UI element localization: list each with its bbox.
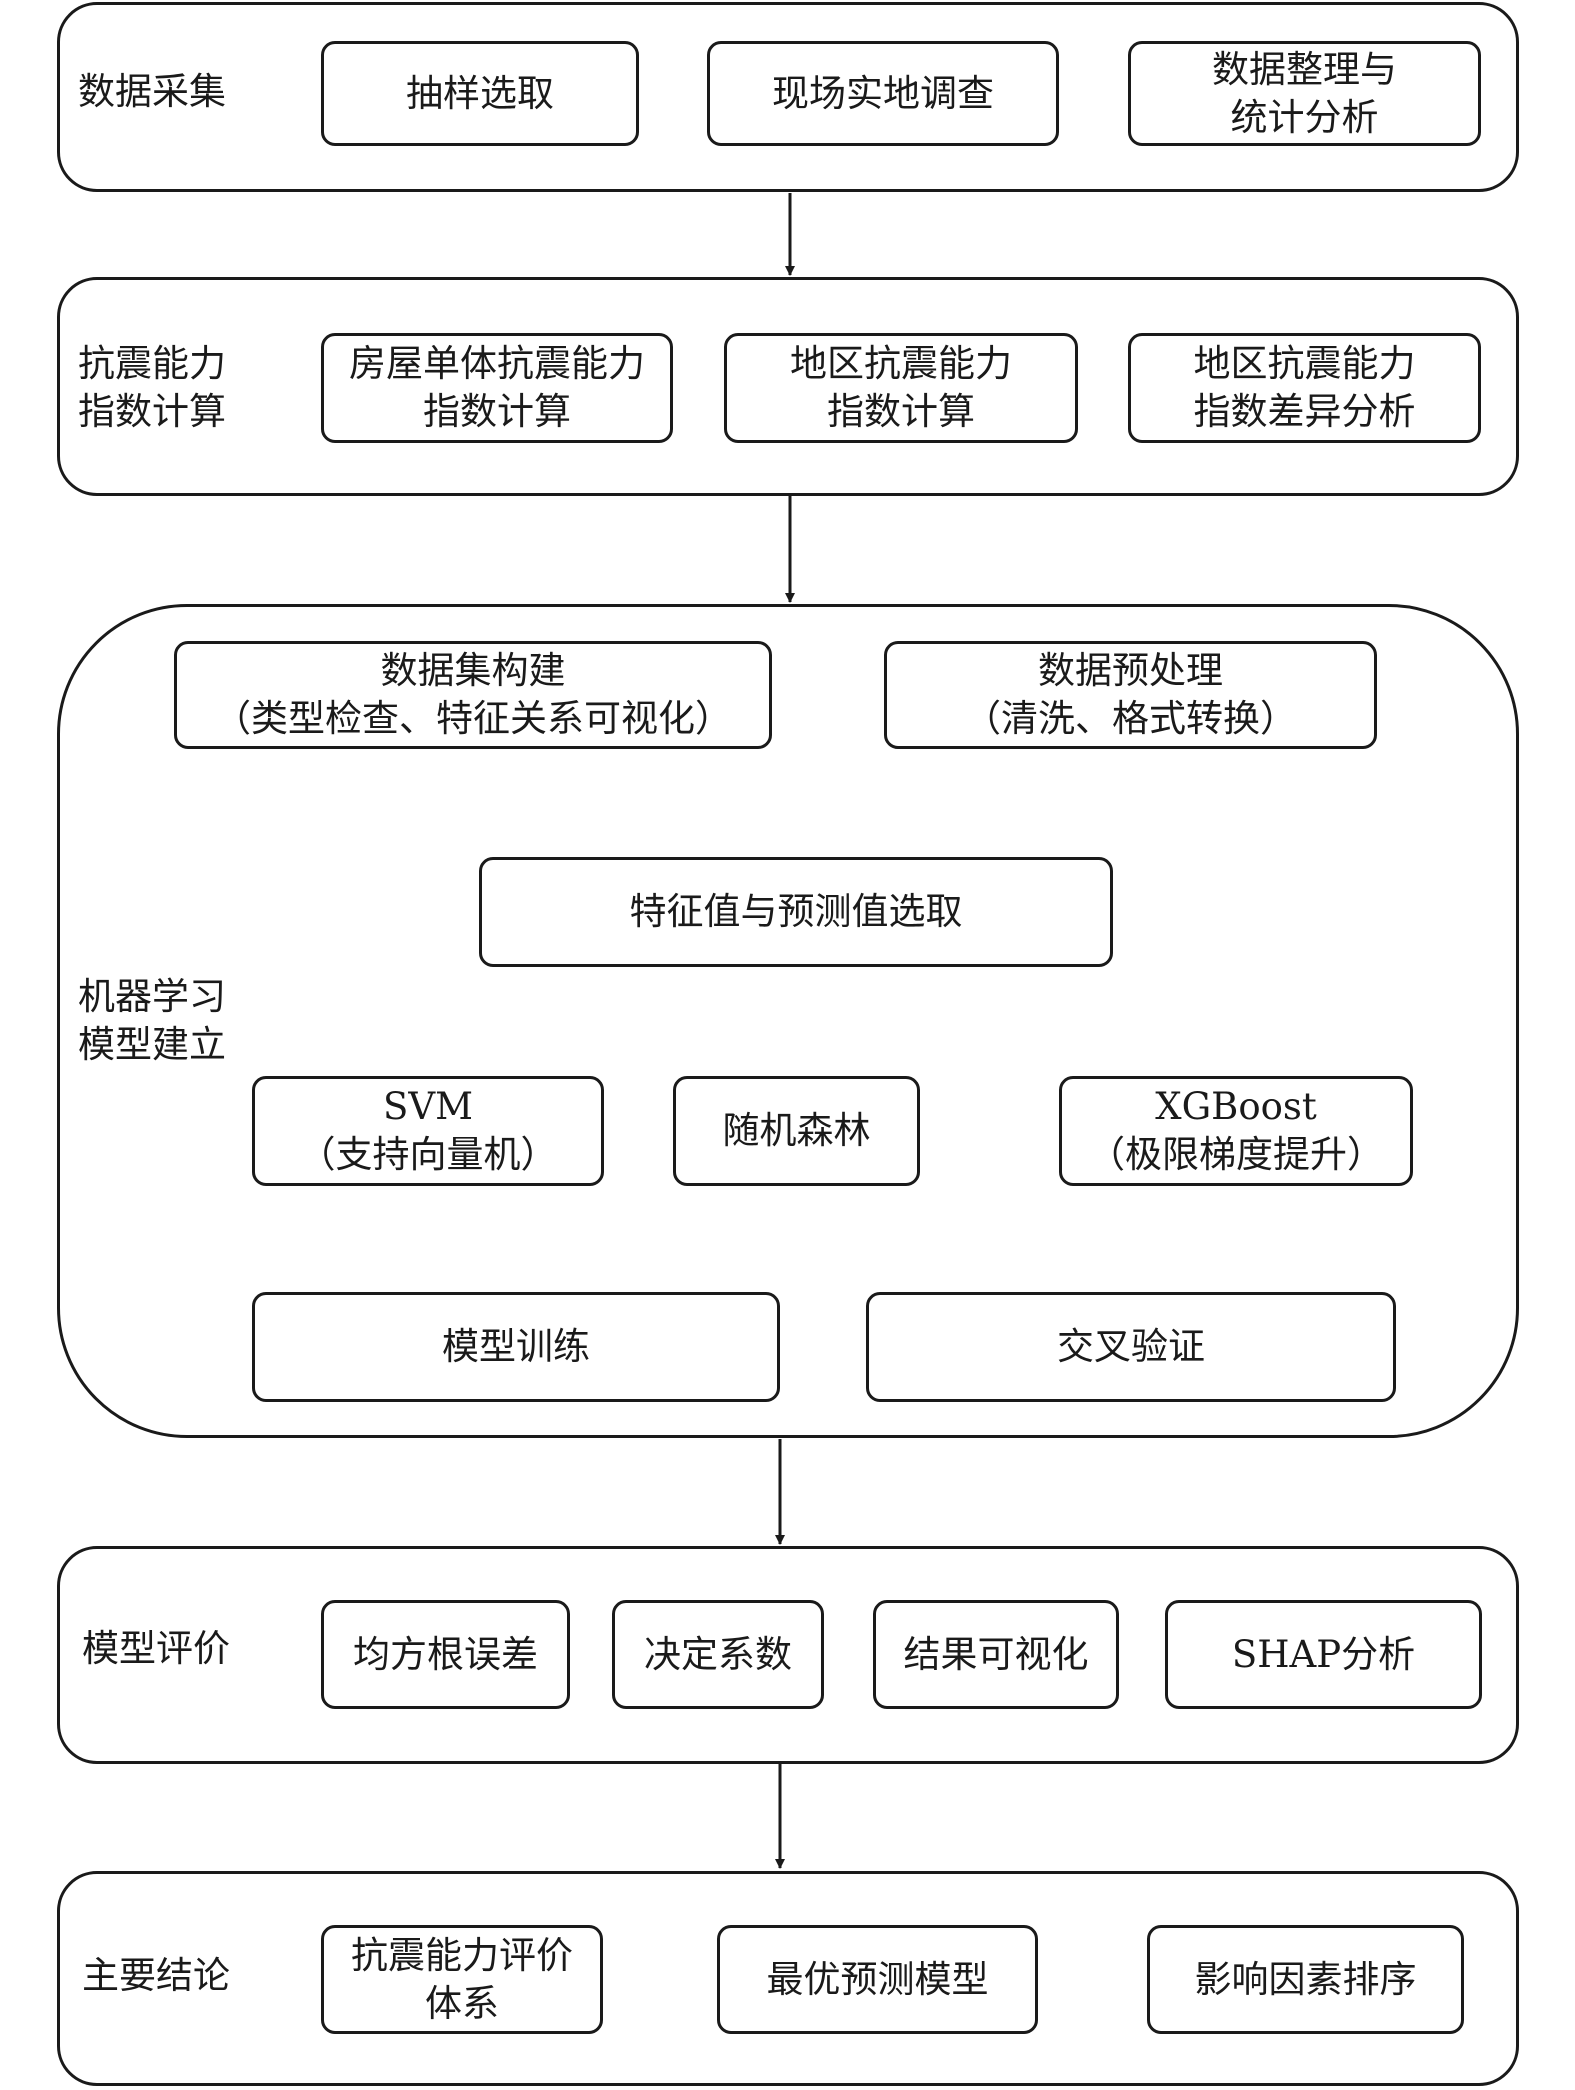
box-factor-ranking: 影响因素排序 — [1147, 1925, 1464, 2034]
box-data-statistics: 数据整理与 统计分析 — [1128, 41, 1481, 146]
box-feature-selection: 特征值与预测值选取 — [479, 857, 1113, 967]
box-evaluation-system: 抗震能力评价 体系 — [321, 1925, 603, 2034]
stage-label-data-collection: 数据采集 — [78, 70, 226, 113]
box-sampling: 抽样选取 — [321, 41, 639, 146]
box-rmse: 均方根误差 — [321, 1600, 570, 1709]
stage-label-ml-modeling: 机器学习 模型建立 — [78, 975, 226, 1066]
box-model-training: 模型训练 — [252, 1292, 780, 1402]
box-r-squared: 决定系数 — [612, 1600, 824, 1709]
box-svm: SVM （支持向量机） — [252, 1076, 604, 1186]
box-dataset-construction: 数据集构建 （类型检查、特征关系可视化） — [174, 641, 772, 749]
box-field-survey: 现场实地调查 — [707, 41, 1059, 146]
box-cross-validation: 交叉验证 — [866, 1292, 1396, 1402]
box-data-preprocessing: 数据预处理 （清洗、格式转换） — [884, 641, 1377, 749]
stage-label-conclusions: 主要结论 — [82, 1954, 230, 1997]
stage-label-index-calculation: 抗震能力 指数计算 — [78, 342, 226, 433]
box-random-forest: 随机森林 — [673, 1076, 920, 1186]
box-xgboost: XGBoost （极限梯度提升） — [1059, 1076, 1413, 1186]
stage-label-evaluation: 模型评价 — [82, 1627, 230, 1670]
box-shap-analysis: SHAP分析 — [1165, 1600, 1482, 1709]
box-result-visualization: 结果可视化 — [873, 1600, 1119, 1709]
box-regional-difference: 地区抗震能力 指数差异分析 — [1128, 333, 1481, 443]
box-optimal-model: 最优预测模型 — [717, 1925, 1038, 2034]
box-single-building-index: 房屋单体抗震能力 指数计算 — [321, 333, 673, 443]
box-regional-index: 地区抗震能力 指数计算 — [724, 333, 1078, 443]
